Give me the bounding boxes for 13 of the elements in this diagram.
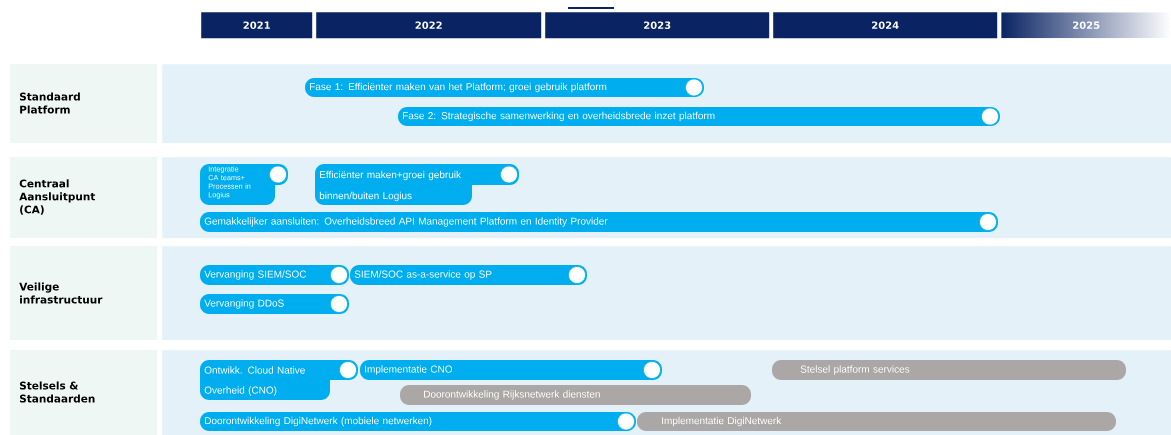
year-header: 2025	[1073, 21, 1100, 29]
timeline-bar: Gemakkelijker aansluiten: Overheidsbreed API Management Platform en Identity Provider	[200, 212, 998, 232]
row-label: Stelsels & Standaarden	[10, 350, 157, 435]
timeline-bar: Ontwikk. Cloud Native Overheid (CNO)	[200, 360, 358, 400]
row-label: Standaard Platform	[10, 64, 157, 143]
year-header: 2024	[773, 12, 998, 39]
year-header: 2021	[201, 12, 313, 39]
year-header: 2023	[545, 12, 770, 39]
lane-band	[162, 246, 1171, 341]
row-label: Veilige infrastructuur	[10, 246, 157, 340]
row-label: Centraal Aansluitpunt (CA)	[10, 157, 157, 238]
year-header: 2022	[316, 12, 542, 39]
timeline-bar: Efficiënter maken+groei gebruik binnen/buiten Logius	[315, 164, 519, 205]
